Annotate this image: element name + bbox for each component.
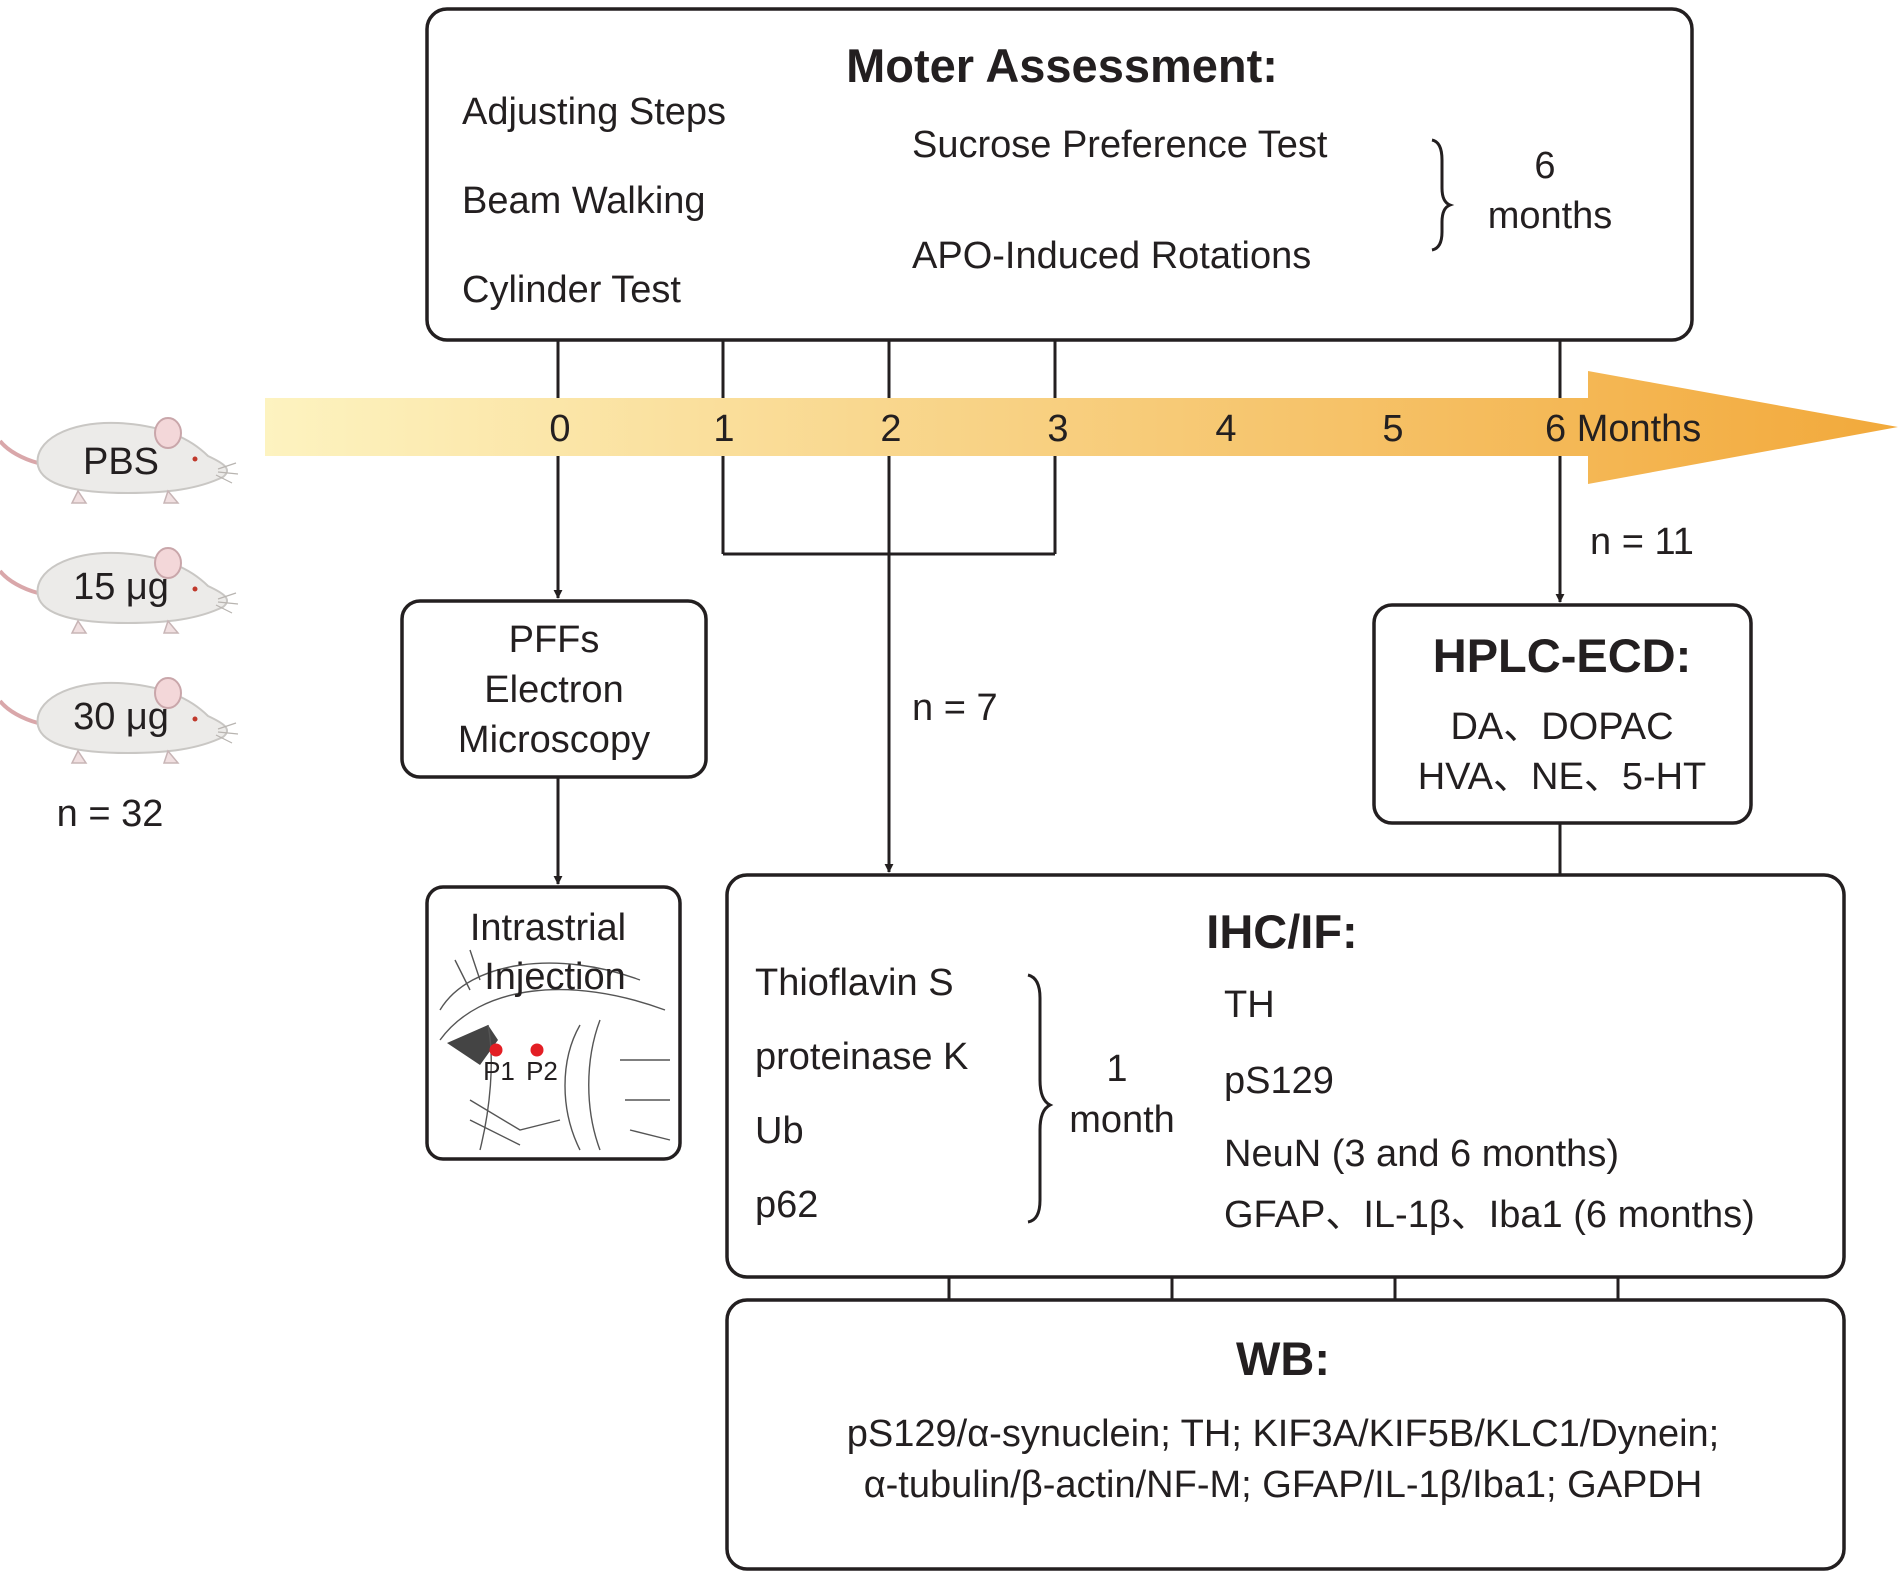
rat-label-30ug: 30 μg xyxy=(73,696,169,738)
ihc-left-item-3: Ub xyxy=(755,1110,804,1152)
rat-label-15ug: 15 μg xyxy=(73,566,169,608)
ihc-box xyxy=(725,873,1846,1279)
ventricle-shape xyxy=(447,1025,498,1065)
motor-item-beam-walking: Beam Walking xyxy=(462,180,706,222)
rat-30ug: 30 μg xyxy=(0,676,240,765)
hplc-line-2: HVA、NE、5-HT xyxy=(1418,756,1707,798)
injection-point-p1 xyxy=(489,1043,503,1057)
tick-label-3: 3 xyxy=(1047,408,1068,450)
wb-title: WB: xyxy=(1236,1332,1330,1385)
hplc-title: HPLC-ECD: xyxy=(1433,629,1691,682)
ihc-left-item-2: proteinase K xyxy=(755,1036,968,1078)
wb-line-1: pS129/α-synuclein; TH; KIF3A/KIF5B/KLC1/… xyxy=(847,1413,1719,1455)
tick-label-1: 1 xyxy=(713,408,734,450)
ihc-brace xyxy=(1027,973,1054,1224)
pffs-line-2: Electron xyxy=(484,669,623,711)
rat-pbs: PBS xyxy=(0,416,240,505)
ihc-right-item-th: TH xyxy=(1224,984,1275,1026)
pffs-line-1: PFFs xyxy=(509,619,600,661)
ihc-note-1: 1 xyxy=(1106,1048,1127,1090)
injection-label-p1: P1 xyxy=(483,1056,515,1086)
motor-assessment-box xyxy=(425,7,1694,342)
brain-atlas-section xyxy=(439,949,671,1151)
motor-item-apo-rotations: APO-Induced Rotations xyxy=(912,235,1311,277)
ihc-left-item-4: p62 xyxy=(755,1184,818,1226)
tick-label-6-months: 6 Months xyxy=(1545,408,1701,450)
ihc-right-item-ps129: pS129 xyxy=(1224,1060,1334,1102)
rat-15ug: 15 μg xyxy=(0,546,240,635)
tick-label-2: 2 xyxy=(880,408,901,450)
hplc-line-1: DA、DOPAC xyxy=(1450,706,1673,748)
ihc-title: IHC/IF: xyxy=(1206,905,1357,958)
rat-label-pbs: PBS xyxy=(83,441,159,483)
pffs-line-3: Microscopy xyxy=(458,719,650,761)
injection-line-1: Intrastrial xyxy=(470,907,626,949)
n-total-label: n = 32 xyxy=(57,793,164,835)
ihc-left-item-1: Thioflavin S xyxy=(755,962,954,1004)
timeline-arrow xyxy=(265,371,1898,484)
motor-item-cylinder-test: Cylinder Test xyxy=(462,269,681,311)
ihc-right-item-gfap: GFAP、IL-1β、Iba1 (6 months) xyxy=(1224,1194,1755,1236)
tick-label-5: 5 xyxy=(1382,408,1403,450)
tick-label-4: 4 xyxy=(1215,408,1236,450)
ihc-note-month: month xyxy=(1069,1099,1175,1141)
injection-label-p2: P2 xyxy=(526,1056,558,1086)
ihc-right-item-neun: NeuN (3 and 6 months) xyxy=(1224,1133,1619,1175)
motor-note-6: 6 xyxy=(1534,145,1555,187)
wb-box xyxy=(725,1298,1846,1571)
wb-line-2: α-tubulin/β-actin/NF-M; GFAP/IL-1β/Iba1;… xyxy=(864,1464,1703,1506)
injection-point-p2 xyxy=(530,1043,544,1057)
motor-item-adjusting-steps: Adjusting Steps xyxy=(462,91,726,133)
pffs-box xyxy=(400,599,708,779)
n-hplc-label: n = 11 xyxy=(1590,521,1694,563)
motor-note-months: months xyxy=(1488,195,1613,237)
motor-assessment-title: Moter Assessment: xyxy=(846,39,1278,92)
injection-line-2: Injection xyxy=(484,956,626,998)
tick-label-0: 0 xyxy=(549,408,570,450)
motor-item-sucrose-preference: Sucrose Preference Test xyxy=(912,124,1328,166)
n-ihc-label: n = 7 xyxy=(912,687,998,729)
motor-bracket xyxy=(1431,138,1455,252)
hplc-box xyxy=(1372,603,1753,825)
